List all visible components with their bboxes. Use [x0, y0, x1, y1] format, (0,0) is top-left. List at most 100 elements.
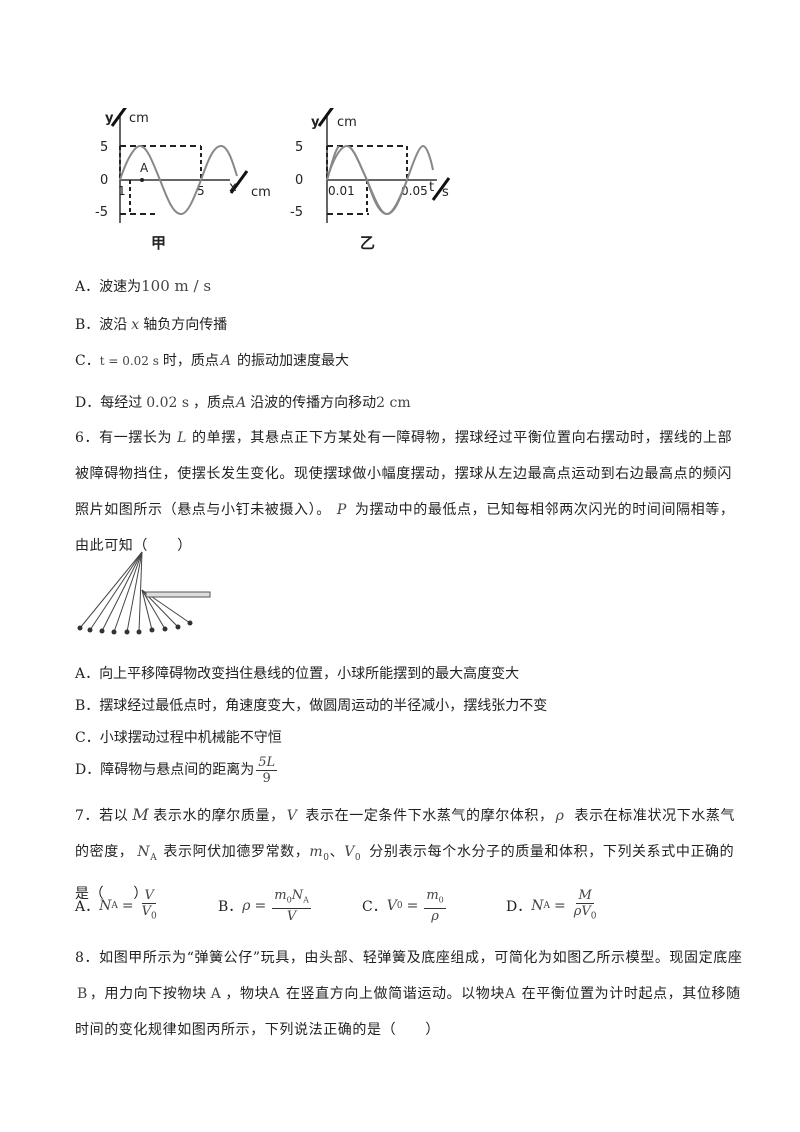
q6-text-3: 为摆动中的最低点，已知每相邻两次闪光的时间间隔相等，由此可知（ ） [75, 502, 735, 554]
q7-math-m0-sub: 0 [323, 852, 330, 863]
jia-point-a-label: A [140, 161, 149, 175]
yi-tick-5: 5 [295, 140, 303, 155]
q7-text-4: 表示在标准状况下水蒸气的密度， [75, 808, 736, 860]
jia-y-label-unit: cm [129, 111, 149, 126]
q7-c-label: C． [362, 898, 387, 915]
yi-tick-t2: 0.05 [401, 184, 428, 198]
yi-caption: 乙 [360, 234, 375, 252]
q5-d-suffix: 沿波的传播方向移动 [250, 395, 377, 411]
q7-a-lhs-sub: A [111, 901, 118, 912]
yi-tick-0: 0 [295, 173, 303, 188]
q8-text-4: 在竖直方向上做简谐运动。以物块 [285, 986, 505, 1002]
q5-option-a: A．波速为100 m / s [75, 277, 211, 296]
q7-c-num-sub: 0 [438, 895, 444, 905]
jia-tick-0: 0 [100, 173, 108, 188]
q7-b-label: B． [218, 898, 243, 915]
q5-d-mid: ，质点 [193, 395, 236, 411]
q7-a-den-v: V [141, 904, 151, 919]
q8-math-a3: A [504, 986, 516, 1002]
yi-y-label-unit: cm [337, 115, 357, 130]
q7-math-m: M [132, 805, 150, 824]
q7-c-den: ρ [431, 908, 439, 924]
q8-text-5: 在平衡位置为计时起点，其位移随时间的变化规律如图丙所示，下列说法正确的是（ ） [75, 986, 741, 1038]
q5-d-text: D．每经过 [75, 395, 143, 411]
q7-c-num-m: m [426, 888, 439, 903]
q5-b-math: x [131, 317, 140, 333]
yi-y-label-y: y [311, 115, 320, 130]
q7-d-den-sub: 0 [590, 911, 597, 922]
yi-wave-curve-2 [326, 144, 434, 216]
q7-math-m0: m [309, 844, 324, 860]
q6-d-text: D．障碍物与悬点间的距离为 [75, 762, 255, 778]
q7-a-eq: = [121, 898, 134, 915]
q7-c-num: m0 [424, 888, 446, 909]
jia-tick-x5: 5 [197, 184, 205, 198]
q7-d-eq: = [553, 898, 566, 915]
q7-b-eq: = [254, 897, 267, 914]
q5-d-math: 0.02 s [146, 395, 190, 411]
q8-math-a2: A [269, 986, 280, 1002]
q7-c-eq: = [406, 897, 419, 914]
q7-math-na-sub: A [150, 852, 158, 863]
jia-caption: 甲 [151, 234, 166, 252]
q7-text-3: 表示在一定条件下水蒸气的摩尔体积， [305, 808, 554, 824]
q6-d-den: 9 [262, 770, 271, 786]
q5-d-math3: 2 cm [376, 395, 411, 411]
jia-x-axis-break [229, 170, 249, 194]
yi-x-axis-break [431, 177, 451, 201]
jia-x-label-unit: cm [251, 185, 271, 200]
q5-c-suffix: 的振动加速度最大 [237, 353, 350, 369]
yi-y-axis-break [317, 103, 337, 127]
q7-math-na: N [137, 844, 151, 860]
q5-a-math: 100 m / s [141, 277, 212, 295]
q5-c-text: C． [75, 353, 100, 369]
q7-sep: 、 [329, 844, 345, 860]
q6-text-2: 的单摆，其悬点正下方某处有一障碍物，摆球经过平衡位置向右摆动时，摆线的上部被障碍… [75, 430, 733, 518]
q7-math-v0: V [344, 844, 355, 860]
jia-y-label-y: y [105, 111, 114, 126]
q7-d-num: M [576, 888, 594, 904]
jia-tick-5: 5 [100, 140, 108, 155]
q7-text-2: 表示水的摩尔质量， [153, 808, 285, 824]
jia-y-axis-break [110, 103, 130, 127]
q5-a-text: A．波速为 [75, 279, 142, 295]
q5-c-math2: A [220, 353, 232, 369]
q7-a-den-sub: 0 [151, 911, 157, 922]
q7-b-lhs: ρ [242, 897, 251, 914]
q7-c-lhs: V [386, 897, 397, 914]
q7-text-1: 7．若以 [75, 808, 129, 824]
q8-stem: 8．如图甲所示为“弹簧公仔”玩具，由头部、轻弹簧及底座组成，可简化为如图乙所示模… [75, 940, 745, 1048]
q7-a-lhs: N [99, 898, 112, 915]
q8-text-2: ，用力向下按物块 [89, 986, 207, 1002]
q7-a-num: V [142, 888, 156, 904]
q6-option-c: C．小球摆动过程中机械能不守恒 [75, 730, 282, 746]
jia-x-label-x: x [229, 180, 237, 195]
figure-yi: y cm t s 5 0 -5 0.01 0.05 乙 [290, 103, 451, 252]
q7-d-lhs: N [531, 898, 544, 915]
q6-text-1: 6．有一摆长为 [75, 430, 173, 446]
q7-d-label: D． [506, 899, 532, 916]
wave-graphs-svg: y cm x cm 5 0 -5 1 5 A 甲 [95, 103, 451, 252]
jia-point-a [140, 178, 144, 182]
yi-tick-neg5: -5 [290, 205, 303, 220]
q7-d-den-v: ρV [573, 904, 591, 919]
pendulum-bobs [77, 620, 193, 635]
jia-tick-neg5: -5 [95, 205, 108, 220]
q7-b-num: m0NA [272, 888, 311, 909]
q7-text-6: 分别表示每个水分子的质量和体积，下列关系式中正确的是（ ） [75, 844, 735, 902]
q6-math-l: L [177, 430, 188, 446]
q7-b-num-m-sub: 0 [286, 895, 292, 905]
q7-d-den: ρV0 [572, 904, 599, 925]
